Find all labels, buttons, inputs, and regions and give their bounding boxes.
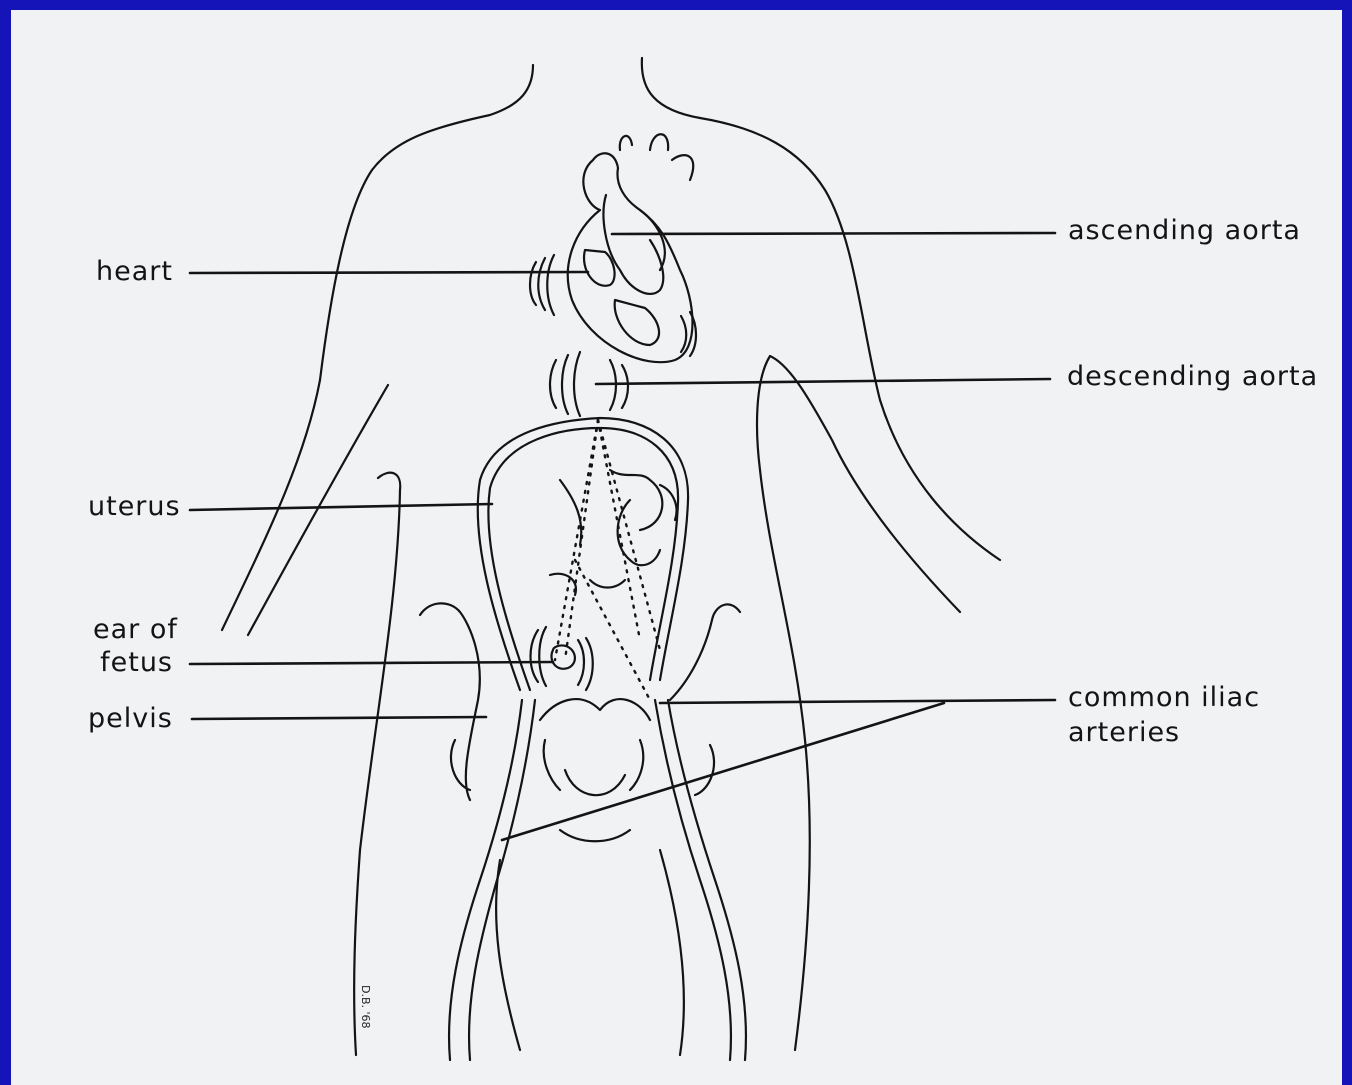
label-heart: heart <box>96 255 173 289</box>
heart-drawing <box>530 134 696 362</box>
fetal-ear <box>531 627 593 690</box>
label-descending-aorta: descending aorta <box>1067 360 1318 394</box>
leader-descending-aorta <box>596 379 1050 384</box>
iliac-arteries <box>449 700 746 1060</box>
leader-ear-of-fetus <box>190 662 553 664</box>
leader-iliac-upper <box>660 700 1055 703</box>
leader-iliac-lower <box>502 703 944 840</box>
label-common-iliac-line1: common iliac <box>1068 681 1260 715</box>
label-common-iliac-line2: arteries <box>1068 716 1180 750</box>
label-ear-of-fetus-line1: ear of <box>93 613 173 647</box>
label-pelvis: pelvis <box>88 702 173 736</box>
leader-ascending-aorta <box>612 233 1055 234</box>
label-ear-of-fetus-line2: fetus <box>93 646 173 680</box>
label-ascending-aorta: ascending aorta <box>1068 214 1301 248</box>
label-uterus: uterus <box>88 490 181 524</box>
artist-signature: D.B. '68 <box>359 985 372 1029</box>
leader-lines <box>190 233 1055 840</box>
leader-heart <box>190 272 588 273</box>
sound-path-dots <box>555 420 660 700</box>
body-outline <box>222 58 1000 1055</box>
leader-pelvis <box>192 717 486 719</box>
leader-uterus <box>190 504 492 510</box>
